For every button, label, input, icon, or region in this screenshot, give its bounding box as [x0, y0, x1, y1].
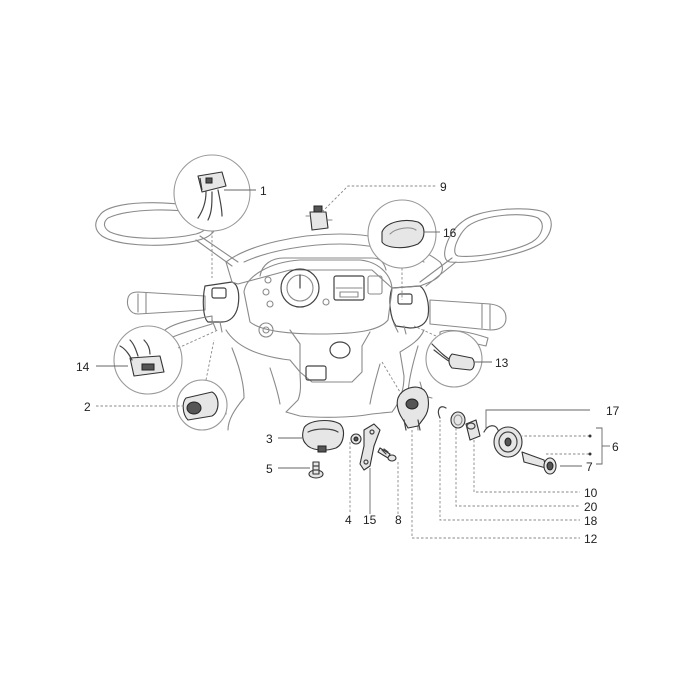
inset-ignition-2 — [176, 339, 228, 431]
part-17-spring — [483, 425, 499, 433]
callout-10: 10 — [584, 486, 598, 500]
callout-17: 17 — [606, 404, 620, 418]
callout-13: 13 — [495, 356, 509, 370]
callout-2: 2 — [84, 400, 91, 414]
part-18-clip — [437, 406, 447, 419]
inset-connector-14 — [113, 325, 219, 395]
inset-wire-13 — [413, 325, 483, 388]
part-12-ignition-lock — [381, 361, 430, 431]
callout-12: 12 — [584, 532, 598, 546]
callout-15: 15 — [363, 513, 377, 527]
part-4-nut — [350, 433, 362, 445]
dashboard — [243, 259, 393, 335]
part-6-cylinder — [493, 426, 523, 458]
callout-3: 3 — [266, 432, 273, 446]
part-5-bolt — [308, 461, 324, 479]
part-9-switch — [305, 205, 333, 231]
callout-16: 16 — [443, 226, 457, 240]
callout-labels: 1 9 16 14 13 2 17 3 6 5 7 10 20 4 15 8 1… — [76, 180, 620, 546]
part-15-bracket — [359, 423, 381, 471]
callout-14: 14 — [76, 360, 90, 374]
lower-leg-shield — [225, 329, 425, 418]
callout-6: 6 — [612, 440, 619, 454]
callout-1: 1 — [260, 184, 267, 198]
callout-18: 18 — [584, 514, 598, 528]
callout-7: 7 — [586, 460, 593, 474]
right-mirror — [444, 208, 552, 263]
part-10-sleeve — [465, 419, 481, 441]
left-mirror — [95, 202, 217, 246]
left-switch-housing — [202, 281, 240, 323]
central-panel-box — [305, 365, 327, 381]
callout-4: 4 — [345, 513, 352, 527]
handlebar-assembly-outline — [95, 202, 552, 431]
part-3-horn — [302, 419, 345, 453]
callout-20: 20 — [584, 500, 598, 514]
callout-5: 5 — [266, 462, 273, 476]
right-grip — [429, 299, 507, 331]
part-8-screw — [377, 447, 397, 462]
callout-9: 9 — [440, 180, 447, 194]
inset-lens-16 — [367, 199, 437, 300]
part-7-key — [521, 451, 557, 475]
part-20-ring — [450, 411, 466, 429]
left-grip — [126, 291, 206, 315]
callout-8: 8 — [395, 513, 402, 527]
inset-switch-1 — [173, 154, 251, 278]
leader-lines — [96, 185, 610, 539]
right-switch-housing — [389, 285, 430, 329]
ignition-lock-housing — [329, 341, 351, 359]
